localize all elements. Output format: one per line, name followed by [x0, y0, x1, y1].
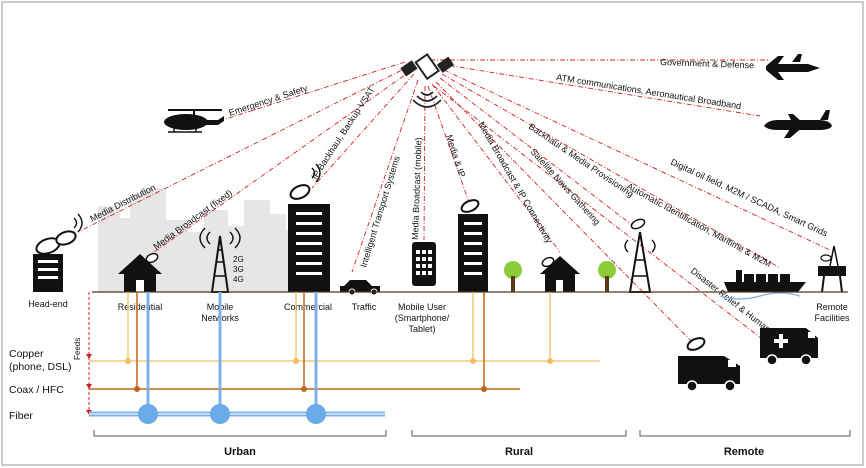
label-mobile-user-2: (Smartphone/ [395, 313, 450, 323]
news-truck-icon [678, 337, 740, 392]
satellite-icon [400, 52, 455, 108]
label-fiber: Fiber [9, 410, 33, 422]
helicopter-icon [164, 109, 224, 133]
residential-house-icon [118, 252, 162, 292]
label-remote-facilities-1: Remote [816, 302, 848, 312]
label-traffic: Traffic [352, 302, 377, 312]
label-intelligent-transport: Intelligent Transport Systems [358, 154, 402, 268]
label-commercial: Commercial [284, 302, 332, 312]
label-emergency-safety: Emergency & Safety [228, 83, 310, 118]
network-labels: Copper (phone, DSL) Coax / HFC Fiber [9, 348, 71, 422]
ship-icon [719, 270, 806, 300]
label-copper-2: (phone, DSL) [9, 361, 71, 373]
label-remote-facilities-2: Facilities [814, 313, 850, 323]
feeds-lines: Feeds [73, 292, 92, 415]
ambulance-icon [760, 328, 818, 366]
label-3g: 3G [233, 265, 244, 274]
satellite-rays [77, 59, 831, 351]
region-brackets: Urban Rural Remote [93, 430, 851, 458]
commercial-building-icon [288, 163, 330, 292]
rural-house-icon [540, 256, 580, 292]
ray-labels: Government & Defense ATM communications,… [88, 57, 829, 359]
label-media-ip: Media & IP [444, 134, 467, 179]
label-residential: Residential [118, 302, 163, 312]
label-head-end: Head-end [28, 299, 68, 309]
tree-icon [504, 261, 616, 292]
oil-platform-icon [818, 245, 846, 293]
label-mobile-user-1: Mobile User [398, 302, 446, 312]
label-rural: Rural [505, 446, 533, 458]
label-atm-communications: ATM communications, Aeronautical Broadba… [556, 72, 742, 111]
rural-building-icon [458, 199, 488, 292]
car-icon [340, 280, 380, 296]
label-mobile-user-3: Tablet) [408, 324, 435, 334]
airliner-icon [764, 110, 832, 138]
label-government-defense: Government & Defense [660, 57, 754, 70]
endpoint-labels: Head-end Residential Mobile Networks Com… [28, 299, 850, 334]
label-urban: Urban [224, 446, 256, 458]
coax-network [89, 292, 520, 392]
head-end-icon [33, 213, 83, 292]
fighter-jet-icon [766, 54, 820, 80]
label-media-broadcast-mobile: Media Broadcast (mobile) [410, 137, 424, 240]
label-coax: Coax / HFC [9, 384, 64, 396]
label-copper-1: Copper [9, 348, 44, 360]
label-remote: Remote [724, 446, 764, 458]
copper-network [89, 292, 600, 364]
fiber-network [89, 292, 385, 424]
smartphone-icon [412, 242, 436, 286]
label-4g: 4G [233, 275, 244, 284]
relay-tower-icon [624, 218, 656, 293]
label-2g: 2G [233, 255, 244, 264]
label-feeds: Feeds [73, 338, 82, 360]
